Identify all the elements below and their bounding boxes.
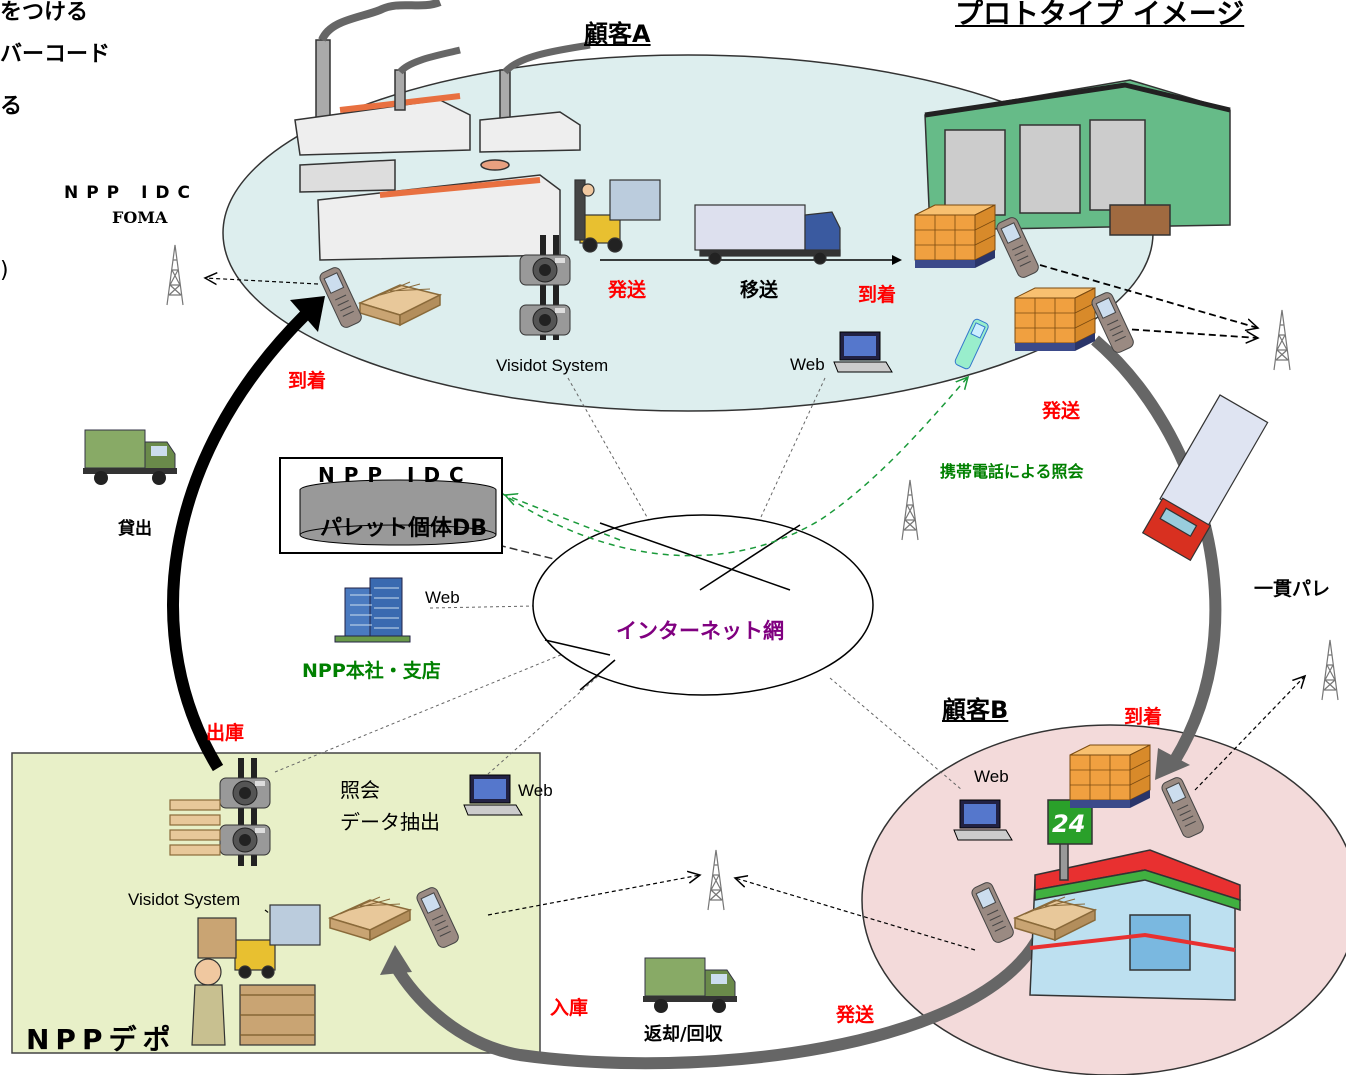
hq-web-label: Web (425, 588, 460, 607)
customer-a-transfer-label: 移送 (740, 279, 779, 301)
npp-idc-foma-line2: FOMA (112, 208, 168, 227)
return-label: 返却/回収 (644, 1024, 723, 1045)
internet-label: インターネット網 (616, 619, 784, 643)
customer-b-title: 顧客B (942, 696, 1009, 724)
npp-idc-foma-line1: NPP IDC (64, 183, 198, 203)
mobile-query-label: 携帯電話による照会 (940, 462, 1084, 481)
arrive-customer-a-label: 到着 (288, 370, 327, 392)
depot-out-label: 出庫 (206, 722, 245, 744)
page-title: プロトタイプ イメージ (955, 0, 1245, 30)
top-left-line-3: る (0, 94, 23, 119)
store-sign-number: 24 (1052, 810, 1086, 838)
depot-query-line1: 照会 (340, 778, 380, 802)
through-pallet-label: 一貫パレ (1254, 578, 1331, 600)
depot-in-label: 入庫 (550, 997, 589, 1019)
customer-a-system-label: Visidot System (496, 356, 609, 375)
customer-a-title: 顧客A (584, 20, 651, 48)
customer-b-arrive-label: 到着 (1124, 706, 1163, 728)
top-left-line-1: をつける (0, 0, 89, 25)
database-title: NPP IDC (318, 463, 473, 487)
depot-web-label: Web (518, 781, 553, 800)
depot-system-label: Visidot System (128, 890, 241, 909)
customer-a-arrive-label: 到着 (858, 284, 897, 306)
depot-name: NPPデポ (26, 1023, 177, 1056)
depot-query-line2: データ抽出 (340, 810, 440, 834)
hq-label: NPP本社・支店 (302, 660, 441, 682)
top-left-line-2: バーコード (0, 42, 111, 67)
customer-a-ship2-label: 発送 (1042, 400, 1081, 422)
customer-b-ship-label: 発送 (836, 1004, 875, 1026)
lend-label: 貸出 (118, 519, 152, 539)
database-name: パレット個体DB (320, 516, 488, 541)
customer-a-web-label: Web (790, 355, 825, 374)
customer-a-ship-label: 発送 (608, 279, 647, 301)
top-left-fragment: ) (0, 258, 9, 283)
customer-b-web-label: Web (974, 767, 1009, 786)
